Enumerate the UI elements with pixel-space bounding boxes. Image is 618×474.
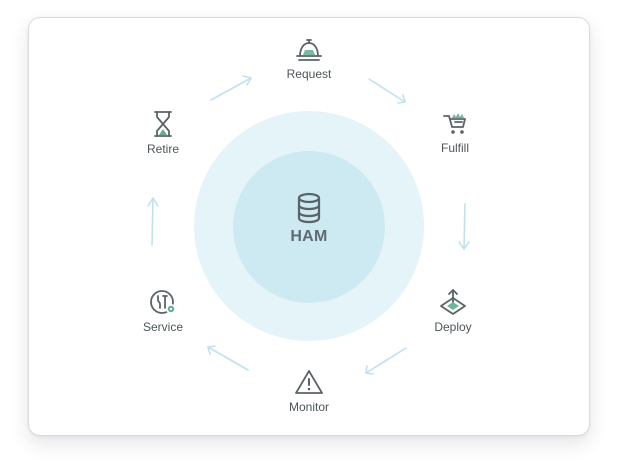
stage-fulfill: Fulfill — [405, 111, 505, 155]
stage-retire: Retire — [113, 110, 213, 156]
hub: HAM — [259, 192, 359, 246]
stage-request-label: Request — [286, 67, 332, 81]
stage-request: Request — [259, 37, 359, 81]
stage-service-label: Service — [142, 320, 183, 334]
stage-deploy-label: Deploy — [434, 320, 472, 334]
arrow-request-to-fulfill — [368, 78, 406, 104]
deploy-icon — [403, 288, 503, 316]
hourglass-icon — [113, 110, 213, 138]
stage-fulfill-label: Fulfill — [440, 141, 469, 155]
warning-icon — [259, 368, 359, 396]
arrow-deploy-to-monitor — [365, 347, 407, 375]
arrow-fulfill-to-deploy — [458, 203, 470, 250]
stage-monitor-label: Monitor — [288, 400, 329, 414]
bell-icon — [259, 37, 359, 63]
stage-retire-label: Retire — [146, 142, 179, 156]
stage-deploy: Deploy — [403, 288, 503, 334]
lifecycle-card: HAM — [28, 17, 590, 436]
service-icon — [113, 288, 213, 316]
cycle-arrows — [147, 75, 470, 375]
arrow-retire-to-request — [210, 75, 252, 101]
inner-circle — [233, 151, 385, 303]
arrow-service-to-retire — [147, 197, 159, 246]
hub-label: HAM — [290, 228, 328, 245]
stage-service: Service — [113, 288, 213, 334]
database-icon — [259, 192, 359, 224]
cart-icon — [405, 111, 505, 137]
arrow-monitor-to-service — [207, 345, 249, 371]
stage-monitor: Monitor — [259, 368, 359, 414]
